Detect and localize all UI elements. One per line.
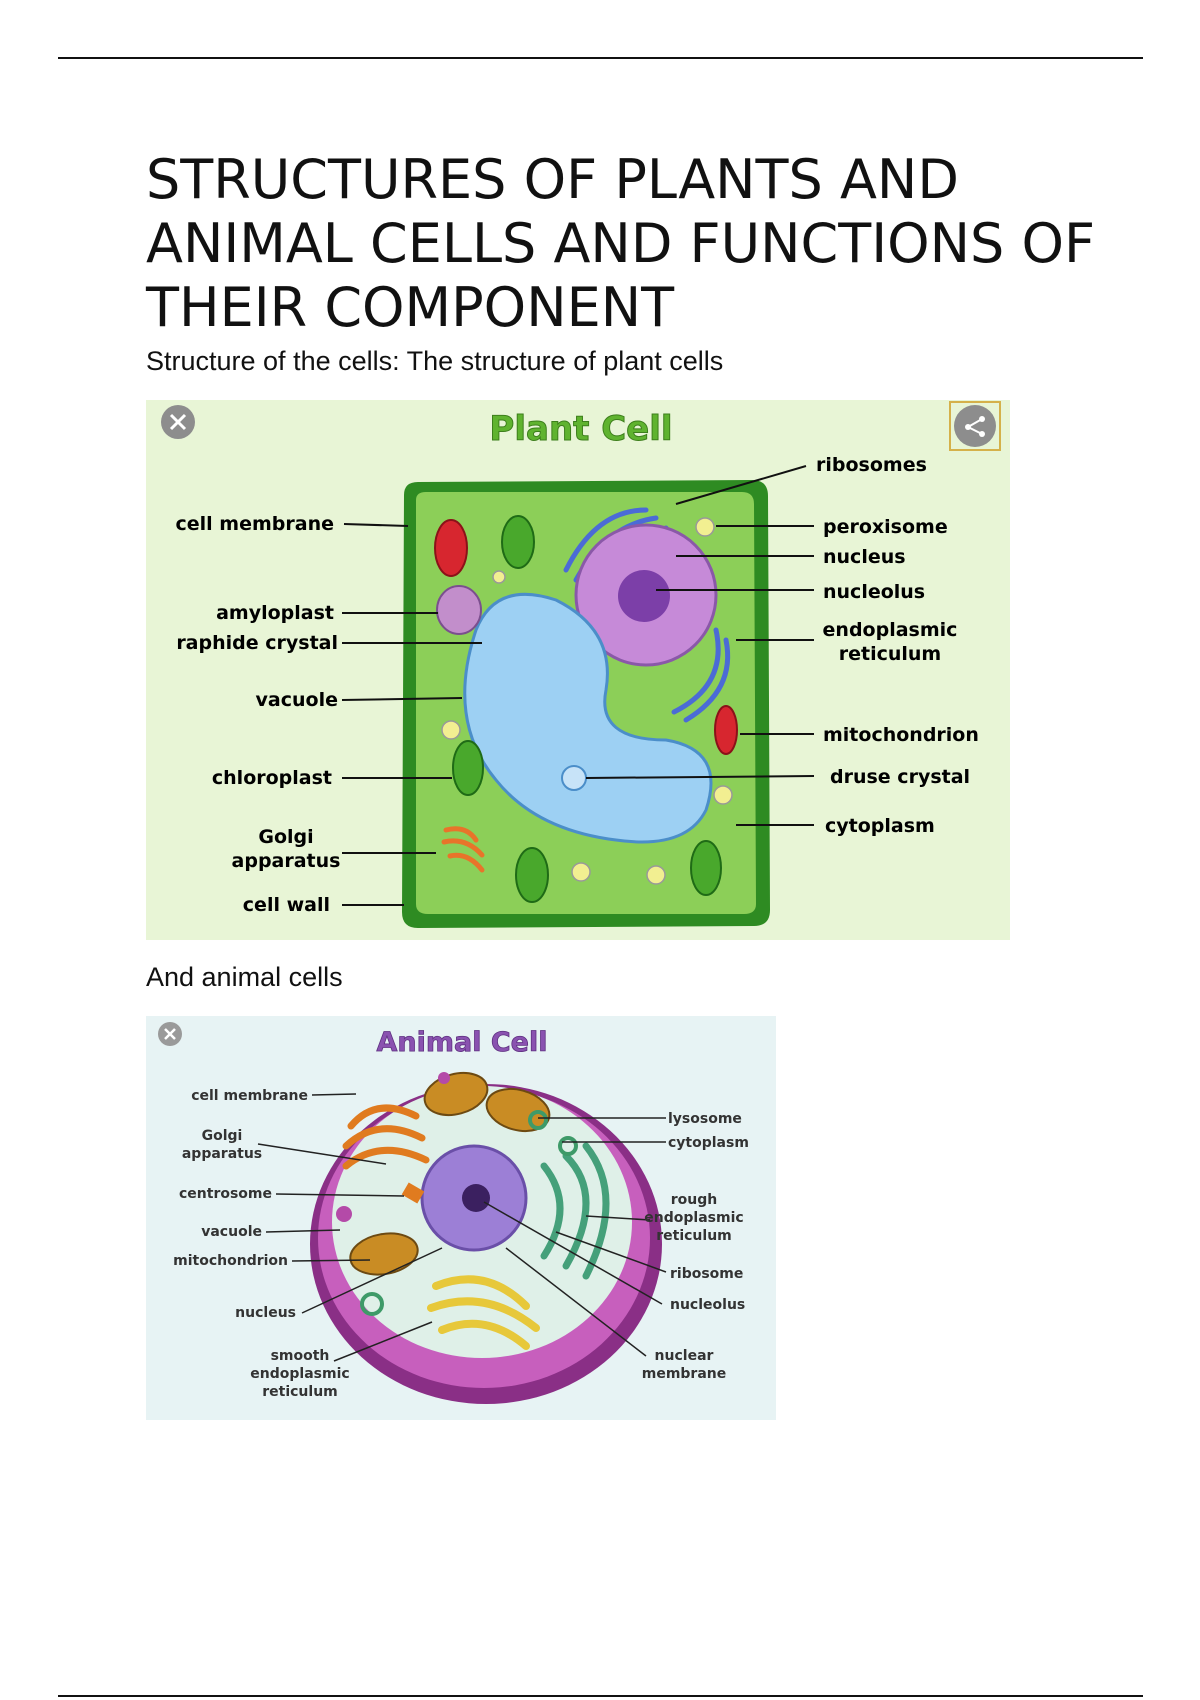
page-title: STRUCTURES OF PLANTS AND ANIMAL CELLS AN… [146,148,1096,339]
label-endoplasmic: endoplasmic [823,619,958,641]
label-peroxisome: peroxisome [823,516,948,538]
label-druse-crystal: druse crystal [830,766,970,788]
animal-cell-heading: Animal Cell [376,1027,547,1058]
label-cytoplasm: cytoplasm [825,815,935,837]
peroxisome-shapes [441,517,733,885]
label-amyloplast: amyloplast [216,602,334,624]
label-cell-wall: cell wall [243,894,330,916]
animal-cell-figure: Animal Cell [146,1016,776,1420]
mitochondrion-shapes [349,1071,551,1276]
animal-label-lysosome: lysosome [668,1111,742,1127]
label-golgi: Golgi [258,826,313,848]
intro-paragraph: Structure of the cells: The structure of… [146,346,724,376]
animal-label-nuclear: nuclear [655,1348,714,1364]
top-rule [58,57,1143,59]
druse-crystal-shape [561,765,587,791]
label-vacuole: vacuole [256,689,338,711]
rough-er-shape [540,1142,610,1280]
label-reticulum: reticulum [839,643,941,665]
close-icon[interactable] [158,1022,182,1046]
plant-cell-heading: Plant Cell [489,409,672,449]
animal-label-vacuole: vacuole [201,1224,262,1240]
vesicle-shapes [360,1110,578,1316]
vacuole-shape [463,592,713,844]
animal-label-apparatus: apparatus [182,1146,262,1162]
animal-label-cell-membrane: cell membrane [191,1088,308,1104]
golgi-shape [342,1104,430,1170]
animal-label-ribosome: ribosome [670,1266,743,1282]
nucleolus-shape [618,570,670,622]
animal-label-lines [257,1093,667,1362]
bottom-rule [58,1695,1143,1697]
animal-label-rough-endoplasmic: endoplasmic [644,1210,743,1226]
chloroplast-shapes [452,515,722,903]
label-raphide-crystal: raphide crystal [176,632,338,654]
share-icon[interactable] [949,401,1001,451]
vacuole-shapes [336,1072,450,1222]
label-nucleolus: nucleolus [823,581,925,603]
animal-label-smooth-endoplasmic: endoplasmic [250,1366,349,1382]
animal-label-centrosome: centrosome [179,1186,272,1202]
golgi-shape [441,826,485,873]
animal-label-rough-reticulum: reticulum [656,1228,732,1244]
mitochondrion-shapes [434,519,738,755]
nucleolus-shape [462,1184,490,1212]
close-icon[interactable] [161,405,195,439]
label-nucleus: nucleus [823,546,906,568]
animal-label-smooth-reticulum: reticulum [262,1384,338,1400]
animal-label-golgi: Golgi [202,1128,243,1144]
label-ribosomes: ribosomes [816,454,927,476]
amyloplast-shape [436,585,482,635]
label-cell-membrane: cell membrane [176,513,334,535]
label-apparatus: apparatus [232,850,341,872]
animal-label-rough: rough [671,1192,717,1208]
animal-label-cytoplasm: cytoplasm [668,1135,749,1151]
plant-cell-figure: Plant Cell [146,400,1010,940]
animal-label-membrane: membrane [642,1366,727,1382]
label-mitochondrion: mitochondrion [823,724,979,746]
smooth-er-shape [427,1275,540,1350]
plant-label-lines [341,465,815,906]
animal-label-smooth: smooth [271,1348,330,1364]
centrosome-shape [401,1182,425,1204]
animal-label-mitochondrion: mitochondrion [173,1253,288,1269]
animal-label-nucleolus: nucleolus [670,1297,745,1313]
animal-label-nucleus: nucleus [235,1305,296,1321]
second-paragraph: And animal cells [146,962,343,992]
label-chloroplast: chloroplast [212,767,332,789]
